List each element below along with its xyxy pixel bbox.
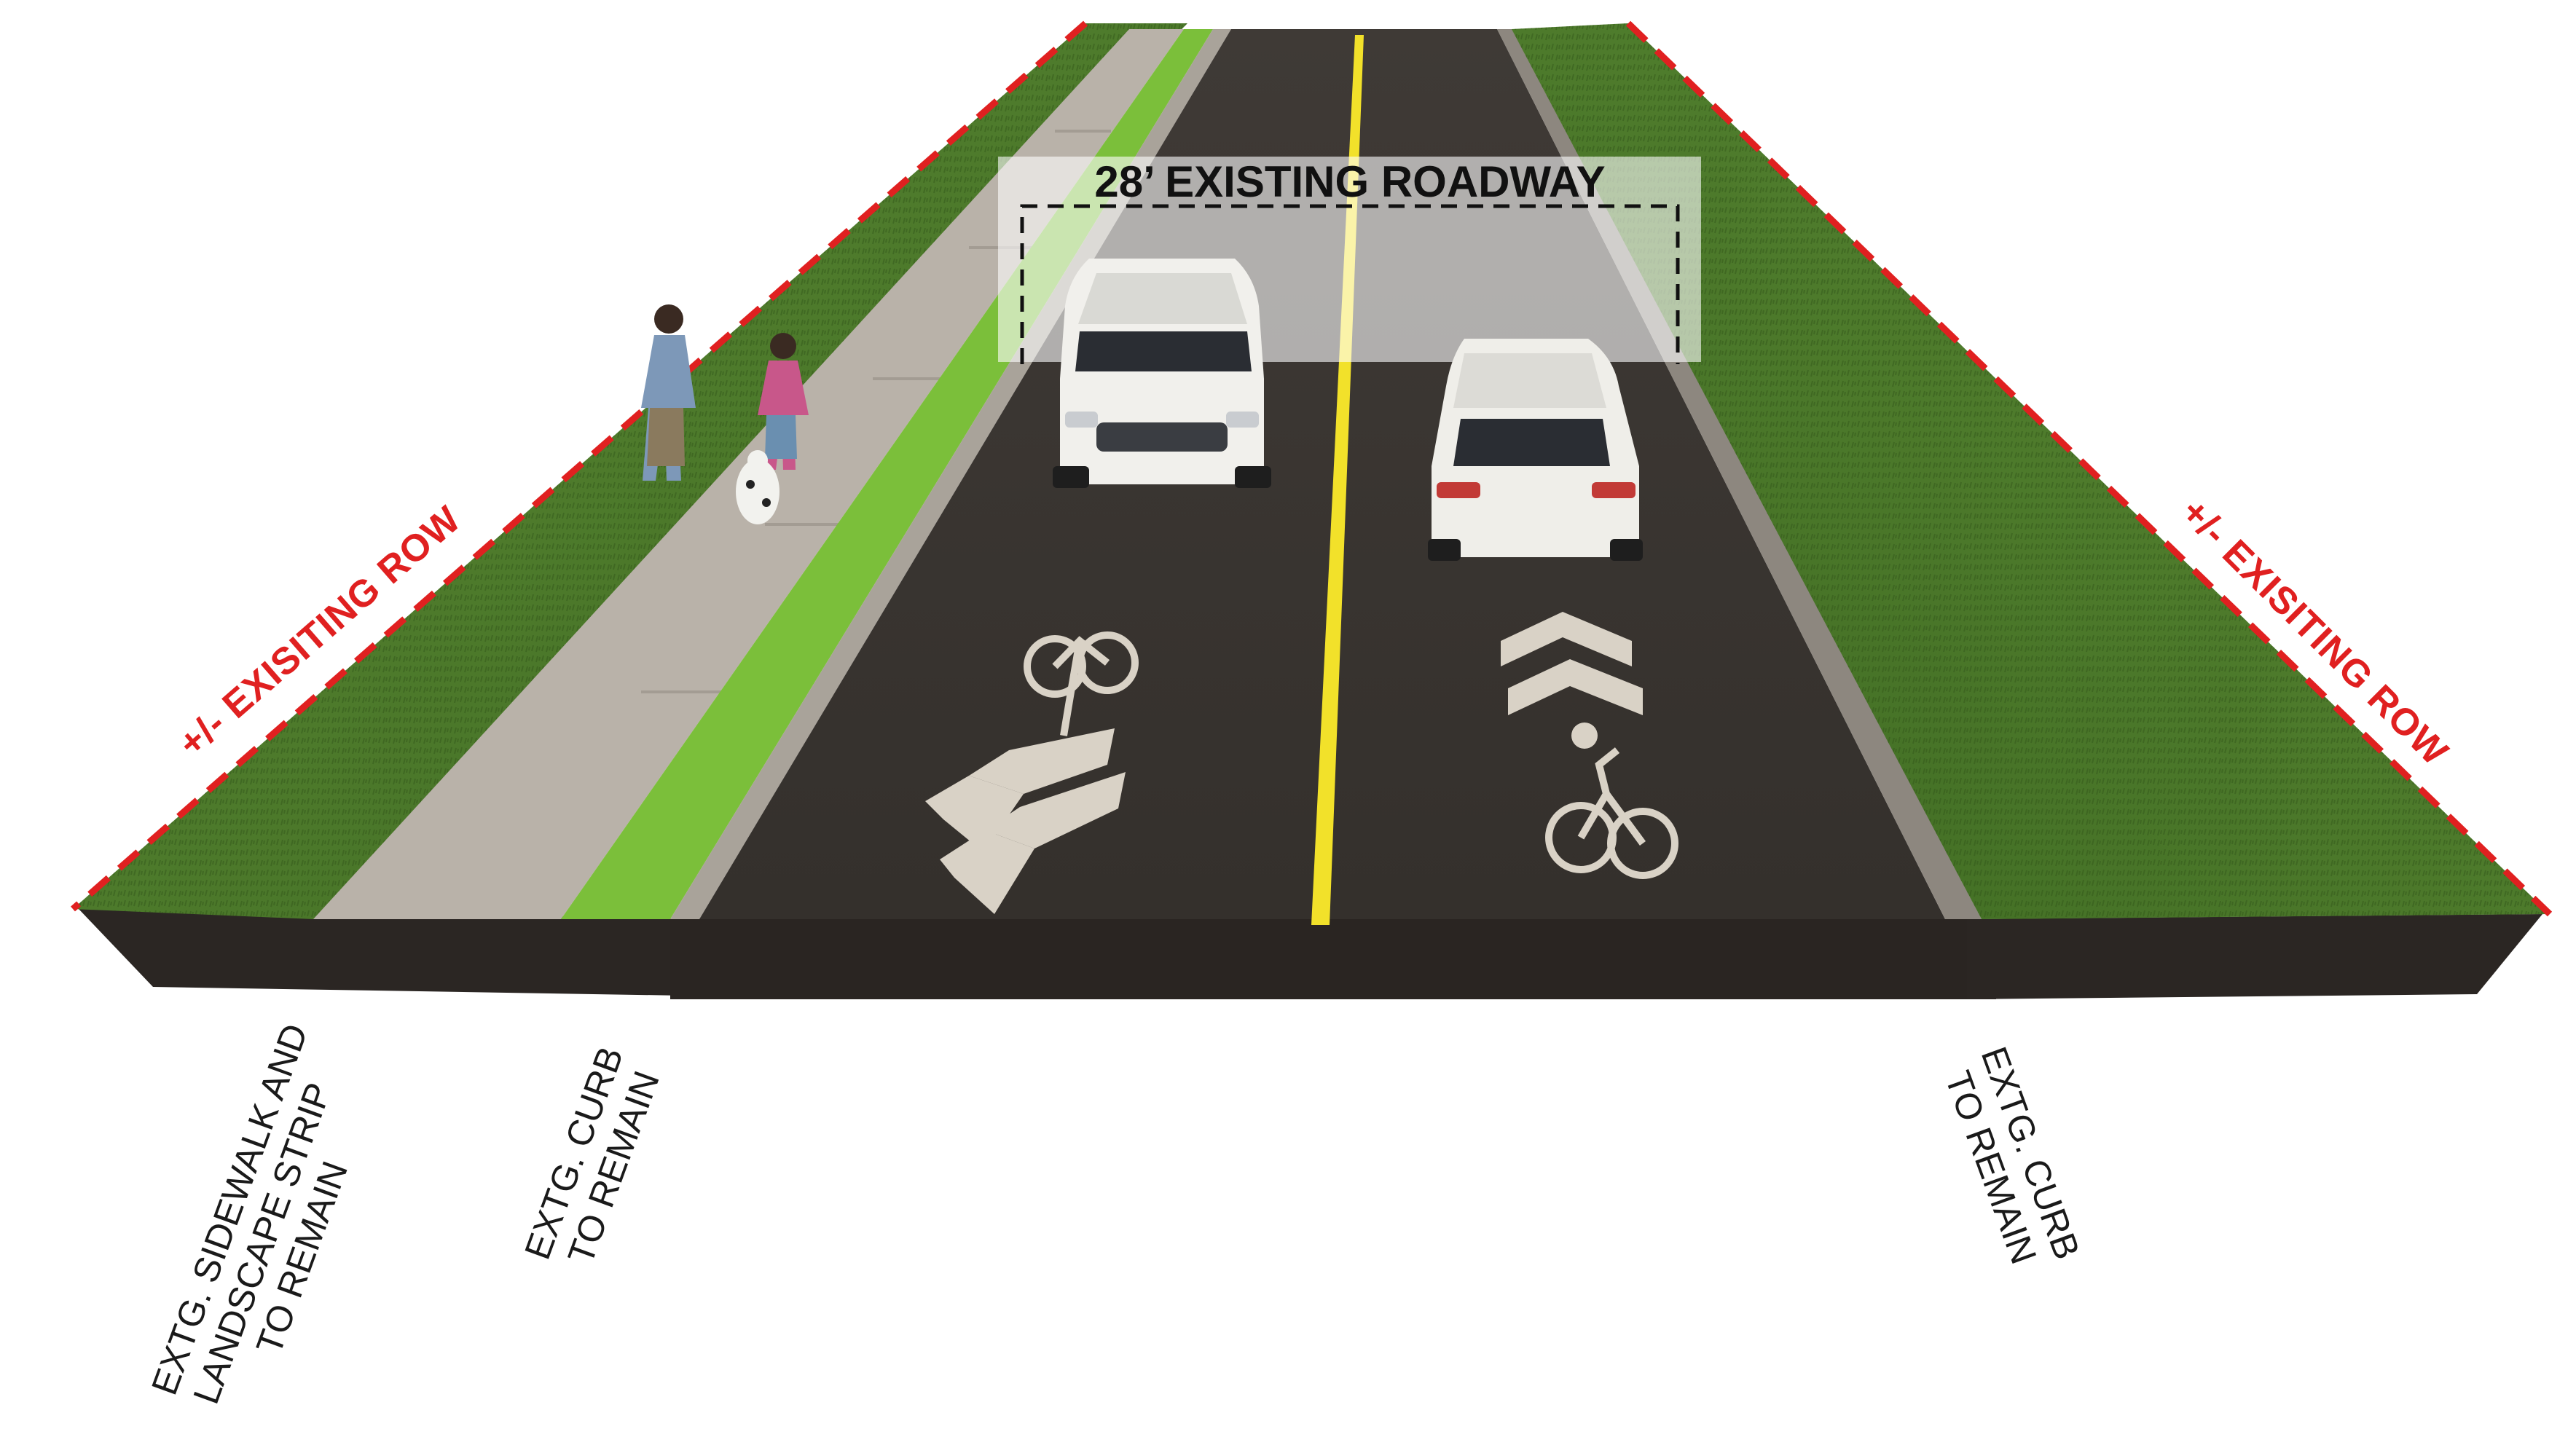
roadway-label: 28’ EXISTING ROADWAY [1094, 157, 1605, 206]
car-icon [1428, 339, 1643, 561]
car-icon [1053, 259, 1271, 488]
row-line-left [71, 20, 1088, 912]
bicycle-icon [1545, 723, 1678, 879]
row-line-right [1625, 20, 2553, 917]
chevron-icon [925, 728, 1126, 914]
pedestrian-icon [758, 333, 809, 470]
chevron-icon [1501, 612, 1643, 715]
pedestrian-icon [641, 304, 696, 481]
ground-slab [79, 909, 2542, 999]
dog-icon [736, 450, 780, 524]
